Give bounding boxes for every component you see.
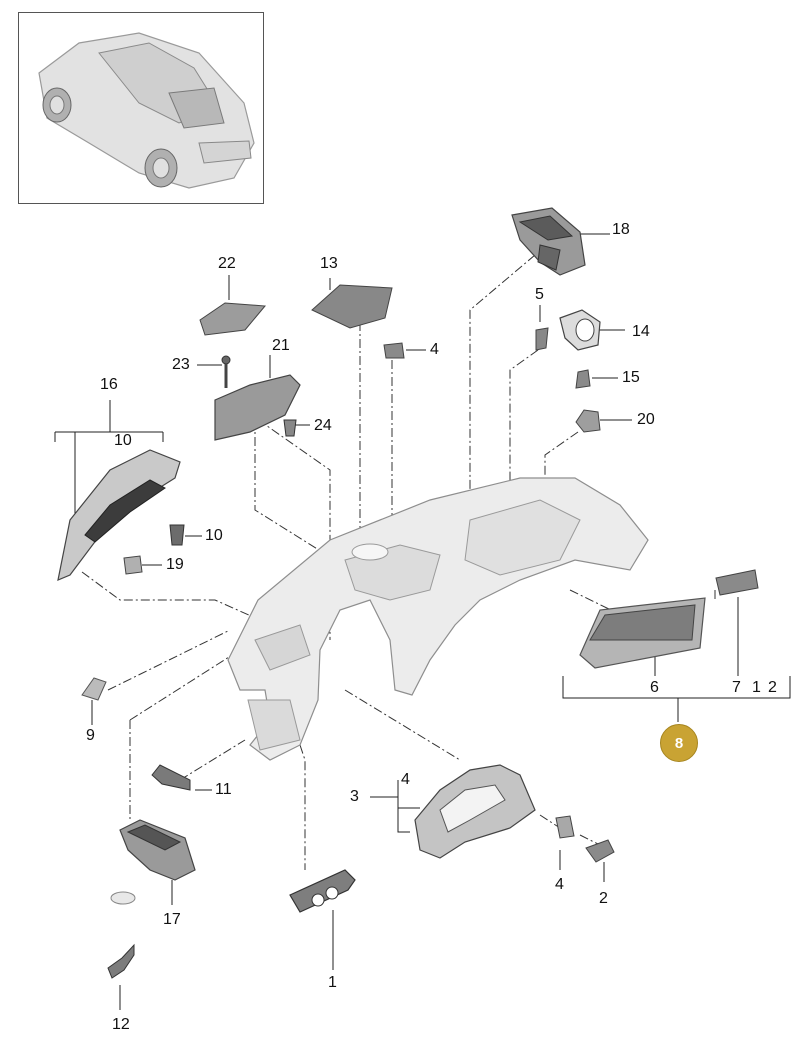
- callout-24[interactable]: 24: [314, 417, 332, 434]
- cover-22: [199, 302, 267, 336]
- clip-10: [169, 524, 185, 546]
- bracket-12: [107, 943, 135, 979]
- callout-13[interactable]: 13: [320, 255, 338, 272]
- foam-pad: [110, 891, 136, 905]
- callout-22[interactable]: 22: [218, 255, 236, 272]
- cover-21: [214, 355, 301, 441]
- callout-12[interactable]: 12: [112, 1016, 130, 1033]
- glove-box-lid: [579, 597, 706, 669]
- callout-23[interactable]: 23: [172, 356, 190, 373]
- instrument-shroud-3: [414, 764, 536, 859]
- duct-14: [559, 309, 601, 351]
- callout-2[interactable]: 2: [599, 890, 608, 907]
- dashboard-carrier: [227, 477, 649, 761]
- callout-4-right[interactable]: 4: [555, 876, 564, 893]
- handle-part: [715, 569, 759, 596]
- callout-14[interactable]: 14: [632, 323, 650, 340]
- trim-16: [57, 449, 181, 581]
- callout-16[interactable]: 16: [100, 376, 118, 393]
- callout-21[interactable]: 21: [272, 337, 290, 354]
- clip-9: [81, 677, 107, 701]
- callout-1[interactable]: 1: [328, 974, 337, 991]
- leader-lines: [54, 233, 791, 1010]
- car-illustration: [38, 32, 255, 189]
- callout-8-badge[interactable]: 8: [660, 724, 698, 762]
- callout-9[interactable]: 9: [86, 727, 95, 744]
- callout-10-top[interactable]: 10: [114, 432, 132, 449]
- plug-15: [575, 369, 591, 389]
- button-2: [585, 839, 615, 863]
- callout-3[interactable]: 3: [350, 788, 359, 805]
- callout-10[interactable]: 10: [205, 527, 223, 544]
- callout-1-group[interactable]: 1: [752, 679, 761, 696]
- cover-1: [289, 869, 356, 913]
- callout-4-shroud[interactable]: 4: [401, 771, 410, 788]
- strip-11: [151, 764, 191, 791]
- vent-18: [511, 207, 586, 276]
- vehicle-thumbnail: [18, 12, 264, 204]
- cover-13: [311, 284, 393, 329]
- bracket-20: [575, 409, 601, 433]
- callout-5[interactable]: 5: [535, 286, 544, 303]
- callout-17[interactable]: 17: [163, 911, 181, 928]
- clip-19: [123, 555, 143, 575]
- clip-5: [535, 327, 549, 351]
- callout-19[interactable]: 19: [166, 556, 184, 573]
- callout-2-group[interactable]: 2: [768, 679, 777, 696]
- callout-4-top[interactable]: 4: [430, 341, 439, 358]
- clip-4-top: [383, 342, 405, 359]
- callout-20[interactable]: 20: [637, 411, 655, 428]
- callout-11[interactable]: 11: [215, 781, 232, 798]
- clip-4-right: [555, 815, 575, 839]
- vent-17: [119, 819, 196, 881]
- screw-24: [283, 419, 297, 437]
- callout-6[interactable]: 6: [650, 679, 659, 696]
- callout-7[interactable]: 7: [732, 679, 741, 696]
- callout-18[interactable]: 18: [612, 221, 630, 238]
- callout-15[interactable]: 15: [622, 369, 640, 386]
